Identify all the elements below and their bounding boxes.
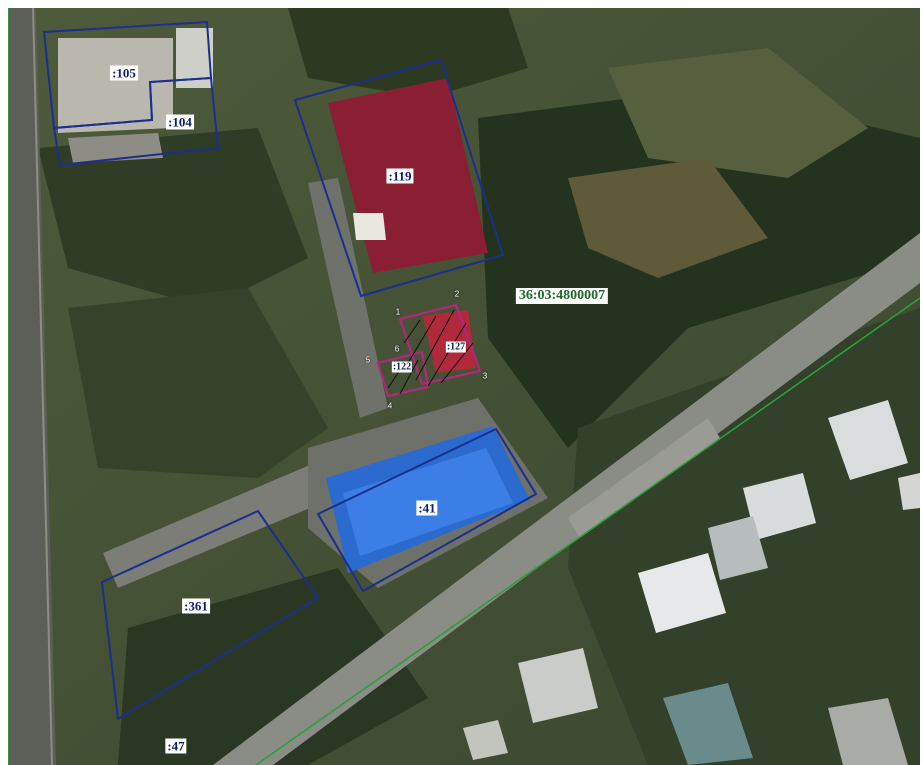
vertex-label-5: 5: [365, 355, 371, 365]
map-imagery: [8, 8, 920, 765]
parcel-label-105: :105: [110, 65, 138, 81]
parcel-label-104: :104: [166, 114, 194, 130]
parcel-label-361: :361: [182, 598, 210, 614]
parcel-label-119: :119: [386, 168, 414, 184]
parcel-label-122: :122: [391, 361, 413, 373]
parcel-label-41: :41: [416, 500, 438, 516]
cadastral-quarter-label: 36:03:4800007: [515, 288, 609, 304]
vertex-label-6: 6: [394, 344, 400, 354]
vertex-label-4: 4: [387, 401, 393, 411]
vertex-label-2: 2: [454, 289, 460, 299]
satellite-map[interactable]: 36:03:4800007 :105 :104 :119 :127 :122 :…: [8, 8, 920, 765]
vertex-label-1: 1: [395, 307, 401, 317]
parcel-label-127: :127: [445, 341, 467, 353]
vertex-label-3: 3: [482, 371, 488, 381]
parcel-label-47: :47: [165, 738, 187, 754]
